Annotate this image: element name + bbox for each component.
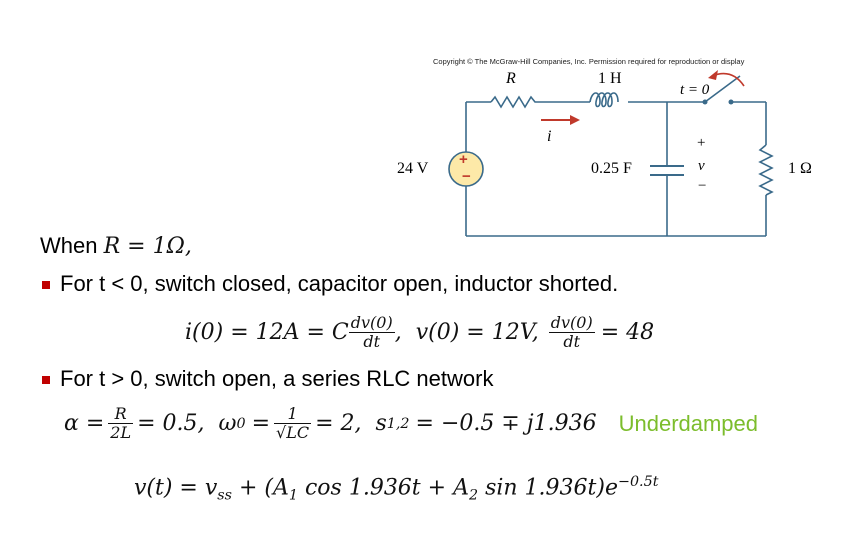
resistor-label: R [506, 70, 516, 87]
eq2-frac2-num: 1 [274, 405, 312, 424]
eq2-sub0: 0 [236, 415, 246, 432]
equation-1: i(0) = 12A = C dv(0) dt , v(0) = 12V, dv… [185, 314, 654, 351]
equation-3: v(t) = vss + (A1 cos 1.936t + A2 sin 1.9… [134, 474, 658, 504]
when-line: When R = 1Ω, [40, 233, 192, 259]
eq1-part3: = 48 [600, 320, 655, 345]
source-label: 24 V [397, 160, 429, 177]
voltage-plus: + [697, 135, 706, 151]
eq3-sin: sin 1.936t)e [478, 475, 618, 501]
bullet-1: For t < 0, switch closed, capacitor open… [42, 271, 618, 297]
resistor-r [490, 95, 538, 109]
when-math: R = 1Ω, [103, 234, 192, 259]
eq2-alpha: α = [64, 411, 105, 436]
capacitor-label: 0.25 F [591, 160, 632, 177]
eq2-frac2-den: √LC [276, 423, 310, 442]
eq2-sub12: 1,2 [386, 415, 410, 432]
source-plus: + [459, 151, 468, 168]
eq3-part1: v(t) = v [134, 475, 218, 501]
underdamped-label: Underdamped [618, 410, 759, 436]
eq1-part1: i(0) = 12A = C [185, 320, 349, 345]
eq2-part1: = 0.5, ω [137, 411, 237, 436]
eq1-frac-den: dt [363, 332, 381, 351]
eq1-frac-num: dv(0) [348, 313, 395, 333]
eq1-fraction: dv(0) dt [348, 313, 395, 351]
eq3-rest: + (A [231, 475, 289, 501]
source-minus: − [462, 168, 471, 185]
voltage-source [448, 151, 484, 187]
eq3-sub1: 1 [288, 487, 298, 504]
eq3-sub2: 2 [468, 487, 479, 504]
current-label: i [547, 128, 552, 145]
bullet-2: For t > 0, switch open, a series RLC net… [42, 366, 493, 392]
switch-label: t = 0 [680, 82, 710, 98]
inductor [589, 92, 619, 108]
bullet-1-text: For t < 0, switch closed, capacitor open… [60, 271, 619, 296]
eq2-part2: = 2, s [315, 411, 387, 436]
eq3-cos: cos 1.936t + A [297, 475, 469, 501]
bullet-2-text: For t > 0, switch open, a series RLC net… [60, 366, 494, 391]
circuit-diagram [448, 70, 774, 237]
bullet-marker-2 [42, 376, 50, 385]
when-prefix: When [40, 233, 104, 258]
eq2-fraction: R 2L [108, 405, 134, 442]
current-arrowhead [570, 115, 580, 125]
switch-contact-right [728, 99, 734, 105]
switch-blade [704, 75, 741, 103]
resistor-load [758, 144, 774, 196]
eq3-sup: −0.5t [617, 474, 659, 490]
copyright-notice: Copyright © The McGraw-Hill Companies, I… [433, 57, 745, 66]
eq1-frac2-num: dv(0) [548, 313, 595, 333]
eq1-fraction-2: dv(0) dt [548, 313, 595, 351]
bullet-marker-1 [42, 281, 50, 290]
eq3-sub-ss: ss [217, 487, 232, 504]
eq1-part2: , v(0) = 12V, [394, 320, 539, 345]
switch-arrowhead [708, 70, 718, 80]
eq2-frac-num: R [108, 405, 134, 424]
eq2-frac-den: 2L [110, 423, 132, 442]
load-label: 1 Ω [788, 160, 812, 177]
eq2-eq: = [251, 411, 270, 436]
voltage-minus: − [698, 178, 707, 194]
voltage-label: v [698, 158, 705, 174]
inductor-label: 1 H [598, 70, 622, 87]
eq2-part3: = −0.5 ∓ j1.936 [415, 411, 597, 436]
eq2-fraction-2: 1 √LC [274, 405, 312, 442]
eq1-frac2-den: dt [563, 332, 581, 351]
